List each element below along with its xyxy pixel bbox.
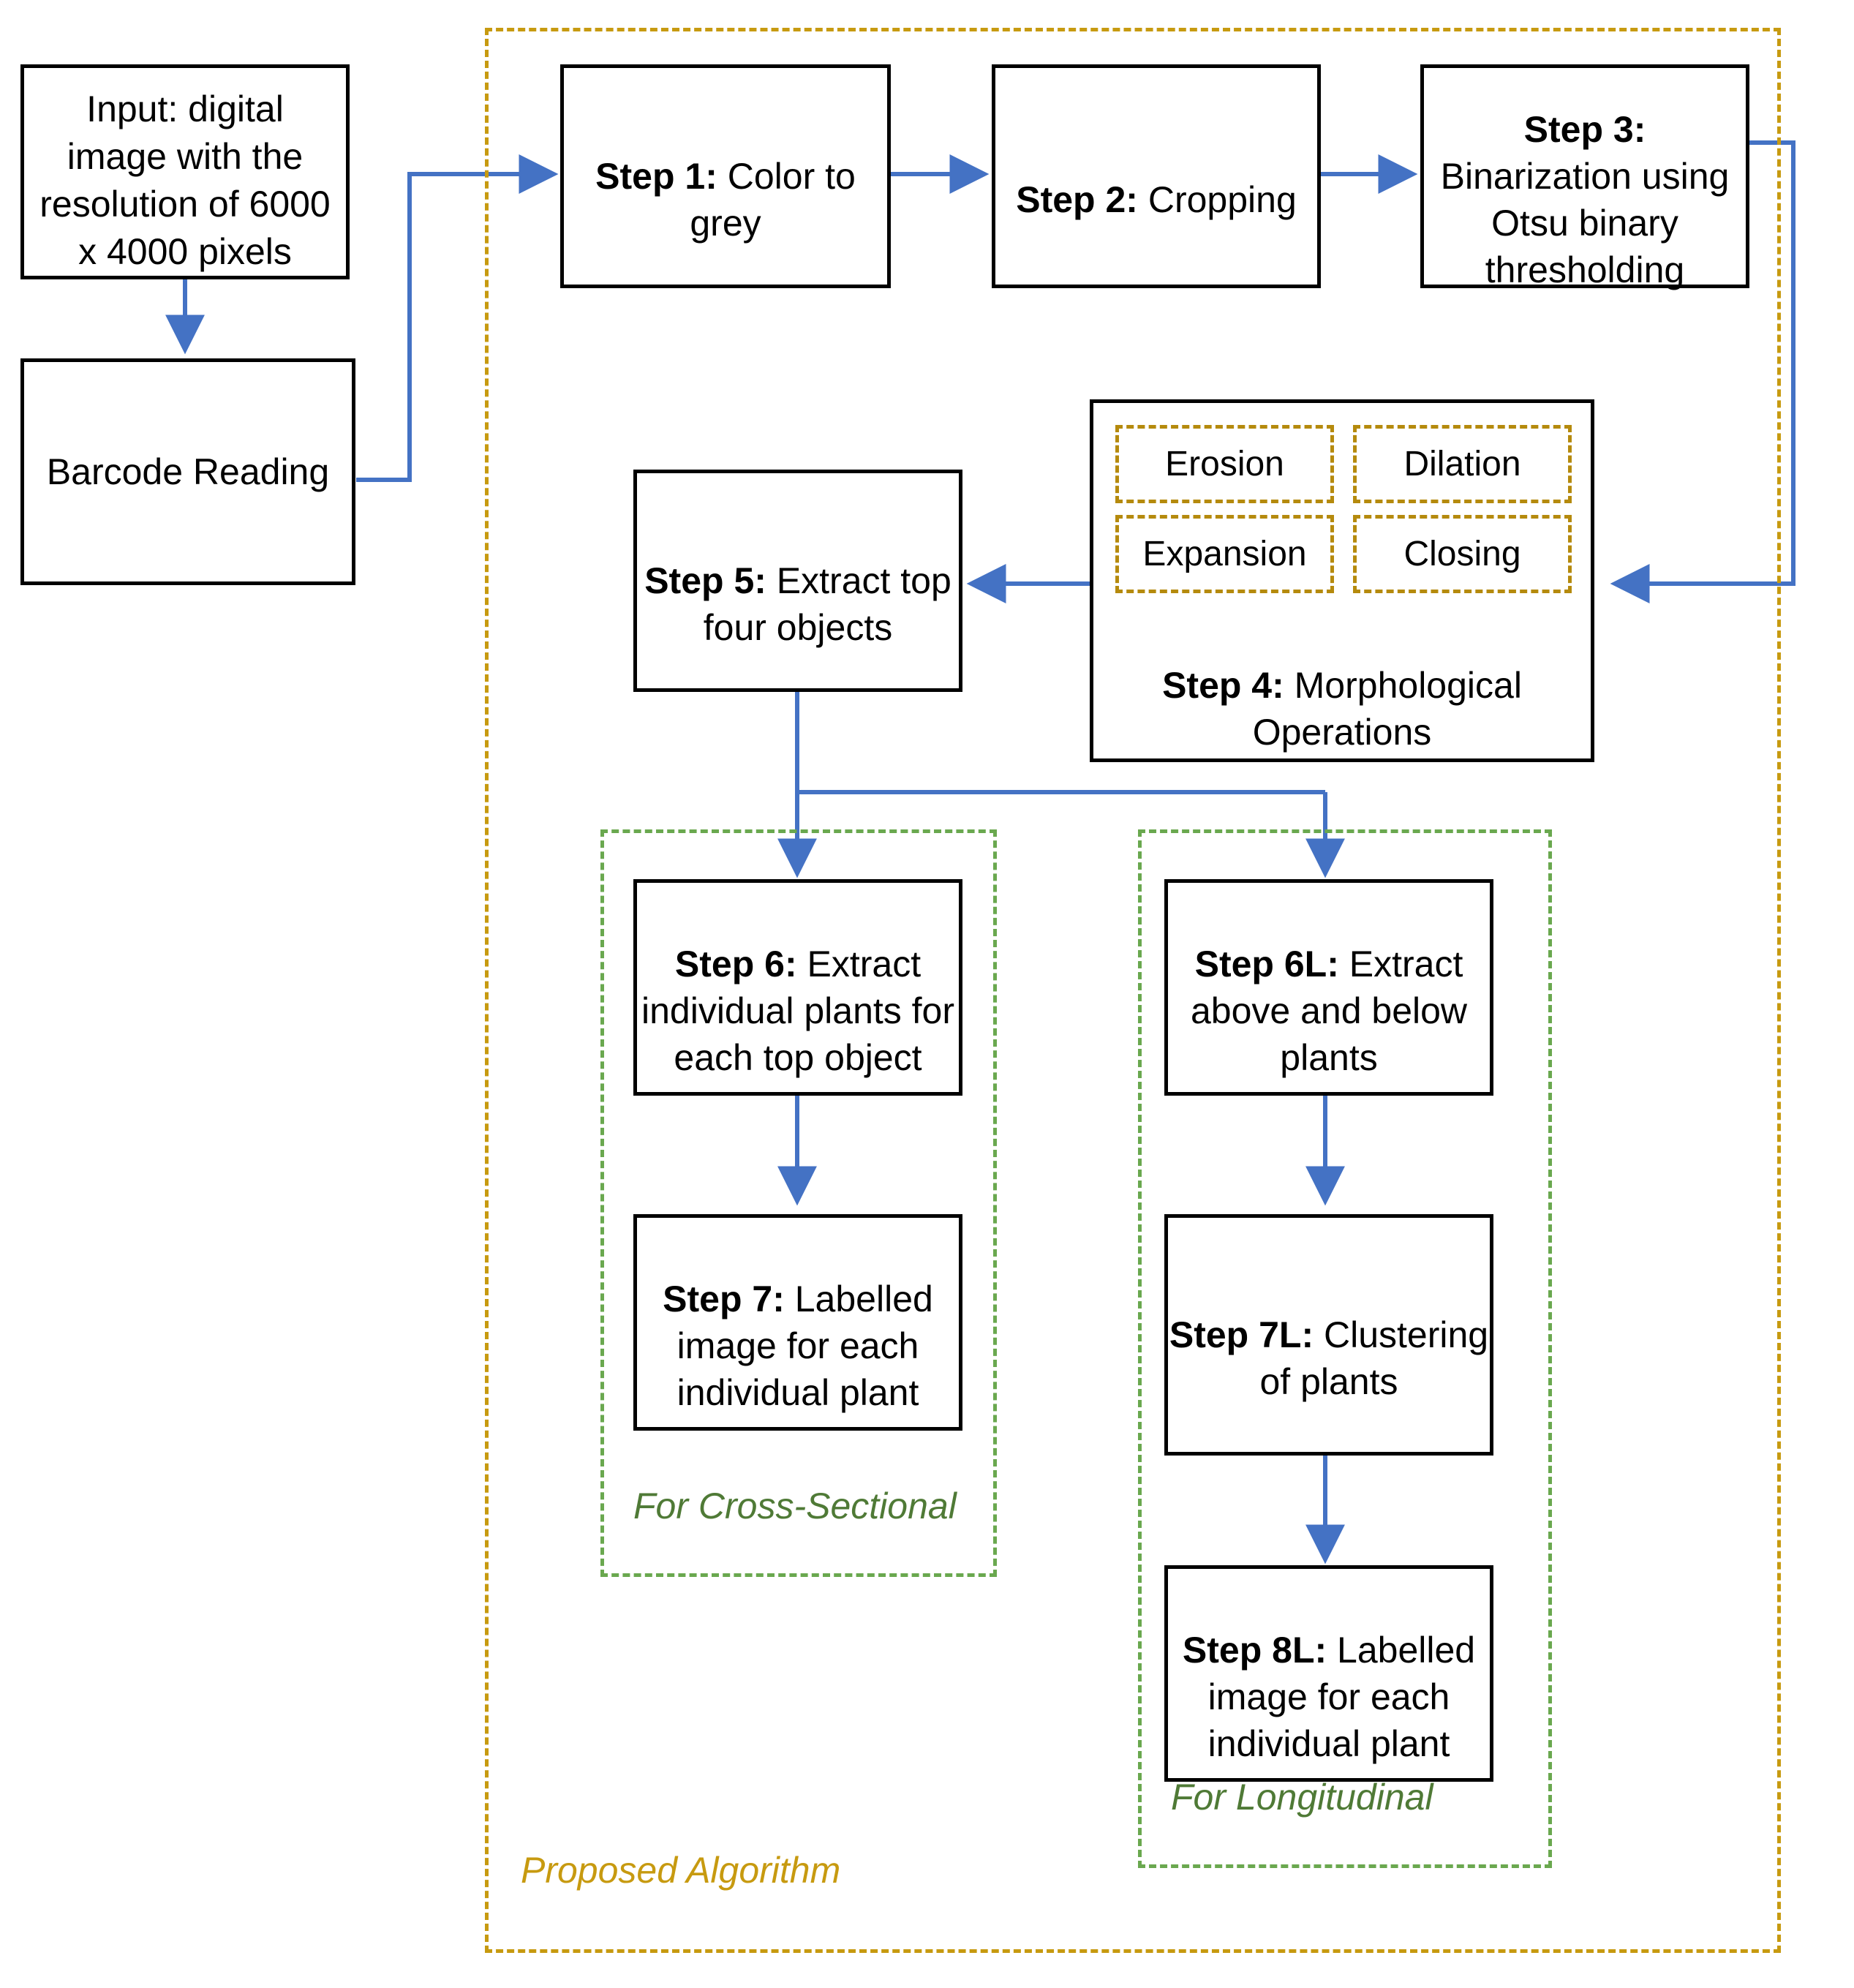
node-step-5-rest: Extract top four objects	[703, 560, 952, 648]
node-step-7l[interactable]: Step 7L: Clustering of plants	[1164, 1214, 1493, 1456]
node-step-7-bold: Step 7:	[663, 1279, 785, 1319]
node-step-2[interactable]: Step 2: Cropping	[992, 64, 1321, 288]
node-step-7l-bold: Step 7L:	[1169, 1314, 1314, 1355]
node-input[interactable]: Input: digital image with the resolution…	[20, 64, 350, 279]
morph-op-closing-label: Closing	[1403, 535, 1521, 573]
node-step-7[interactable]: Step 7: Labelled image for each individu…	[633, 1214, 962, 1431]
group-label-proposed-algorithm: Proposed Algorithm	[521, 1850, 841, 1891]
morph-operations-grid: Erosion Dilation Expansion Closing	[1115, 425, 1572, 593]
group-cross-sectional	[600, 829, 997, 1577]
node-step-8l[interactable]: Step 8L: Labelled image for each individ…	[1164, 1565, 1493, 1782]
morph-op-expansion[interactable]: Expansion	[1115, 515, 1334, 593]
node-step-8l-text: Step 8L: Labelled image for each individ…	[1168, 1580, 1490, 1767]
node-step-1-rest: Color to grey	[690, 156, 856, 244]
node-step-2-text: Step 2: Cropping	[995, 129, 1317, 223]
node-step-3-bold: Step 3:	[1523, 109, 1646, 150]
node-step-5-bold: Step 5:	[644, 560, 766, 601]
node-step-6l-bold: Step 6L:	[1194, 944, 1339, 984]
group-label-longitudinal: For Longitudinal	[1171, 1777, 1433, 1818]
node-step-4[interactable]: Erosion Dilation Expansion Closing Step …	[1090, 399, 1594, 762]
node-step-6-text: Step 6: Extract individual plants for ea…	[637, 894, 959, 1081]
node-step-5[interactable]: Step 5: Extract top four objects	[633, 470, 962, 692]
node-step-3-rest: Binarization using Otsu binary threshold…	[1440, 156, 1730, 290]
node-step-8l-bold: Step 8L:	[1182, 1630, 1327, 1671]
node-input-text: Input: digital image with the resolution…	[39, 89, 331, 272]
morph-op-closing[interactable]: Closing	[1353, 515, 1572, 593]
node-step-7-text: Step 7: Labelled image for each individu…	[637, 1229, 959, 1416]
node-step-7l-text: Step 7L: Clustering of plants	[1168, 1265, 1490, 1405]
node-step-7-rest: Labelled image for each individual plant	[677, 1279, 933, 1413]
node-barcode-reading-text: Barcode Reading	[46, 451, 330, 492]
node-step-7l-rest: Clustering of plants	[1259, 1314, 1489, 1402]
node-step-8l-rest: Labelled image for each individual plant	[1207, 1630, 1476, 1764]
node-step-1-bold: Step 1:	[595, 156, 717, 197]
morph-op-dilation[interactable]: Dilation	[1353, 425, 1572, 503]
node-step-2-bold: Step 2:	[1016, 179, 1138, 220]
node-step-6-bold: Step 6:	[674, 944, 797, 984]
group-longitudinal	[1138, 829, 1552, 1868]
node-step-6l-rest: Extract above and below plants	[1190, 944, 1468, 1078]
node-step-6l-text: Step 6L: Extract above and below plants	[1168, 894, 1490, 1081]
node-step-2-rest: Cropping	[1137, 179, 1297, 220]
node-step-3[interactable]: Step 3: Binarization using Otsu binary t…	[1420, 64, 1749, 290]
node-step-4-bold: Step 4:	[1162, 665, 1284, 706]
node-step-1[interactable]: Step 1: Color to grey	[560, 64, 891, 288]
node-step-5-text: Step 5: Extract top four objects	[637, 511, 959, 651]
group-proposed-algorithm	[485, 28, 1781, 1953]
node-step-6[interactable]: Step 6: Extract individual plants for ea…	[633, 879, 962, 1096]
node-step-6-rest: Extract individual plants for each top o…	[641, 944, 955, 1078]
morph-op-dilation-label: Dilation	[1403, 445, 1521, 483]
morph-op-erosion[interactable]: Erosion	[1115, 425, 1334, 503]
morph-op-expansion-label: Expansion	[1142, 535, 1307, 573]
node-step-3-text: Step 3: Binarization using Otsu binary t…	[1424, 59, 1746, 293]
node-step-4-caption: Step 4: Morphological Operations	[1093, 615, 1591, 756]
morph-op-erosion-label: Erosion	[1165, 445, 1284, 483]
node-step-4-rest: Morphological Operations	[1252, 665, 1522, 753]
node-step-6l[interactable]: Step 6L: Extract above and below plants	[1164, 879, 1493, 1096]
group-label-cross-sectional: For Cross-Sectional	[633, 1486, 957, 1526]
node-step-1-text: Step 1: Color to grey	[564, 106, 887, 246]
node-barcode-reading[interactable]: Barcode Reading	[20, 358, 355, 585]
